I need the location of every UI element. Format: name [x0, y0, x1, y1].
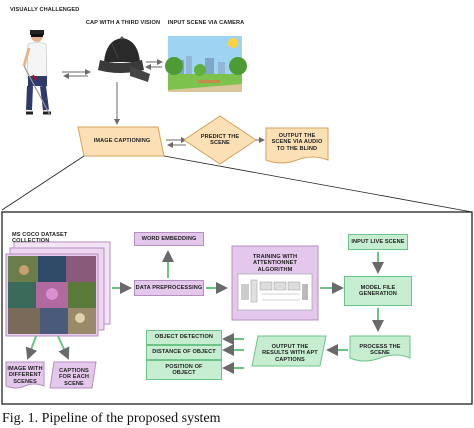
model-file-generation-box: MODEL FILE GENERATION: [344, 276, 412, 306]
word-embedding-label: WORD EMBEDDING: [141, 235, 197, 242]
cap-label: CAP WITH A THIRD VISION: [85, 20, 161, 26]
object-detection-box: OBJECT DETECTION: [146, 330, 222, 345]
blind-person-icon: [22, 30, 51, 116]
captions-scene-label: CAPTIONS FOR EACH SCENE: [58, 368, 89, 387]
arrow-person-cap: [62, 69, 91, 79]
predict-diamond-shape: [183, 115, 257, 165]
input-live-scene-box: INPUT LIVE SCENE: [348, 234, 408, 250]
captions-scene-shape: [49, 361, 97, 389]
position-of-object-box: POSITION OF OBJECT: [146, 360, 222, 380]
training-label: TRAINING WITH ATTENTIONNET ALGORITHM: [252, 254, 298, 273]
image-captioning-label: IMAGE CAPTIONING: [93, 138, 151, 144]
object-detection-label: OBJECT DETECTION: [154, 334, 214, 341]
zoom-line-right: [163, 155, 473, 213]
cap-icon: [98, 36, 150, 82]
image-scenes-shape: [5, 361, 45, 389]
distance-of-object-box: DISTANCE OF OBJECT: [146, 345, 222, 360]
dataset-photos-icon: [5, 241, 111, 337]
arrow-dataset-captions: [57, 335, 70, 360]
input-live-scene-label: INPUT LIVE SCENE: [351, 238, 405, 245]
process-scene-shape: [349, 335, 411, 362]
predict-scene-label: PREDICT THE SCENE: [200, 134, 240, 147]
input-scene-label: INPUT SCENE VIA CAMERA: [167, 20, 245, 26]
data-preprocessing-box: DATA PREPROCESSING: [134, 280, 204, 296]
data-preprocessing-label: DATA PREPROCESSING: [135, 284, 203, 291]
output-scene-shape: [265, 127, 329, 164]
distance-of-object-label: DISTANCE OF OBJECT: [152, 349, 216, 356]
output-results-shape: [251, 335, 327, 367]
arrow-cap-scene: [145, 59, 163, 70]
image-scenes-label: IMAGE WITH DIFFERENT SCENES: [7, 366, 43, 385]
model-file-generation-label: MODEL FILE GENERATION: [359, 284, 397, 297]
detail-frame: [1, 211, 473, 405]
output-scene-label: OUTPUT THE SCENE VIA AUDIO TO THE BLIND: [271, 133, 323, 152]
attention-diagram-icon: [237, 273, 313, 311]
arrow-dataset-images: [25, 335, 38, 360]
word-embedding-box: WORD EMBEDDING: [134, 232, 204, 246]
figure-caption: Fig. 1. Pipeline of the proposed system: [2, 411, 221, 426]
visually-challenged-label: VISUALLY CHALLENGED: [10, 7, 80, 13]
dataset-title-label: MS COCO DATASET COLLECTION: [12, 232, 68, 245]
position-of-object-label: POSITION OF OBJECT: [165, 363, 203, 376]
zoom-line-left: [1, 155, 85, 211]
process-scene-label: PROCESS THE SCENE: [359, 344, 401, 357]
park-scene-icon: [165, 36, 247, 92]
output-results-label: OUTPUT THE RESULTS WITH APT CAPTIONS: [262, 344, 318, 363]
